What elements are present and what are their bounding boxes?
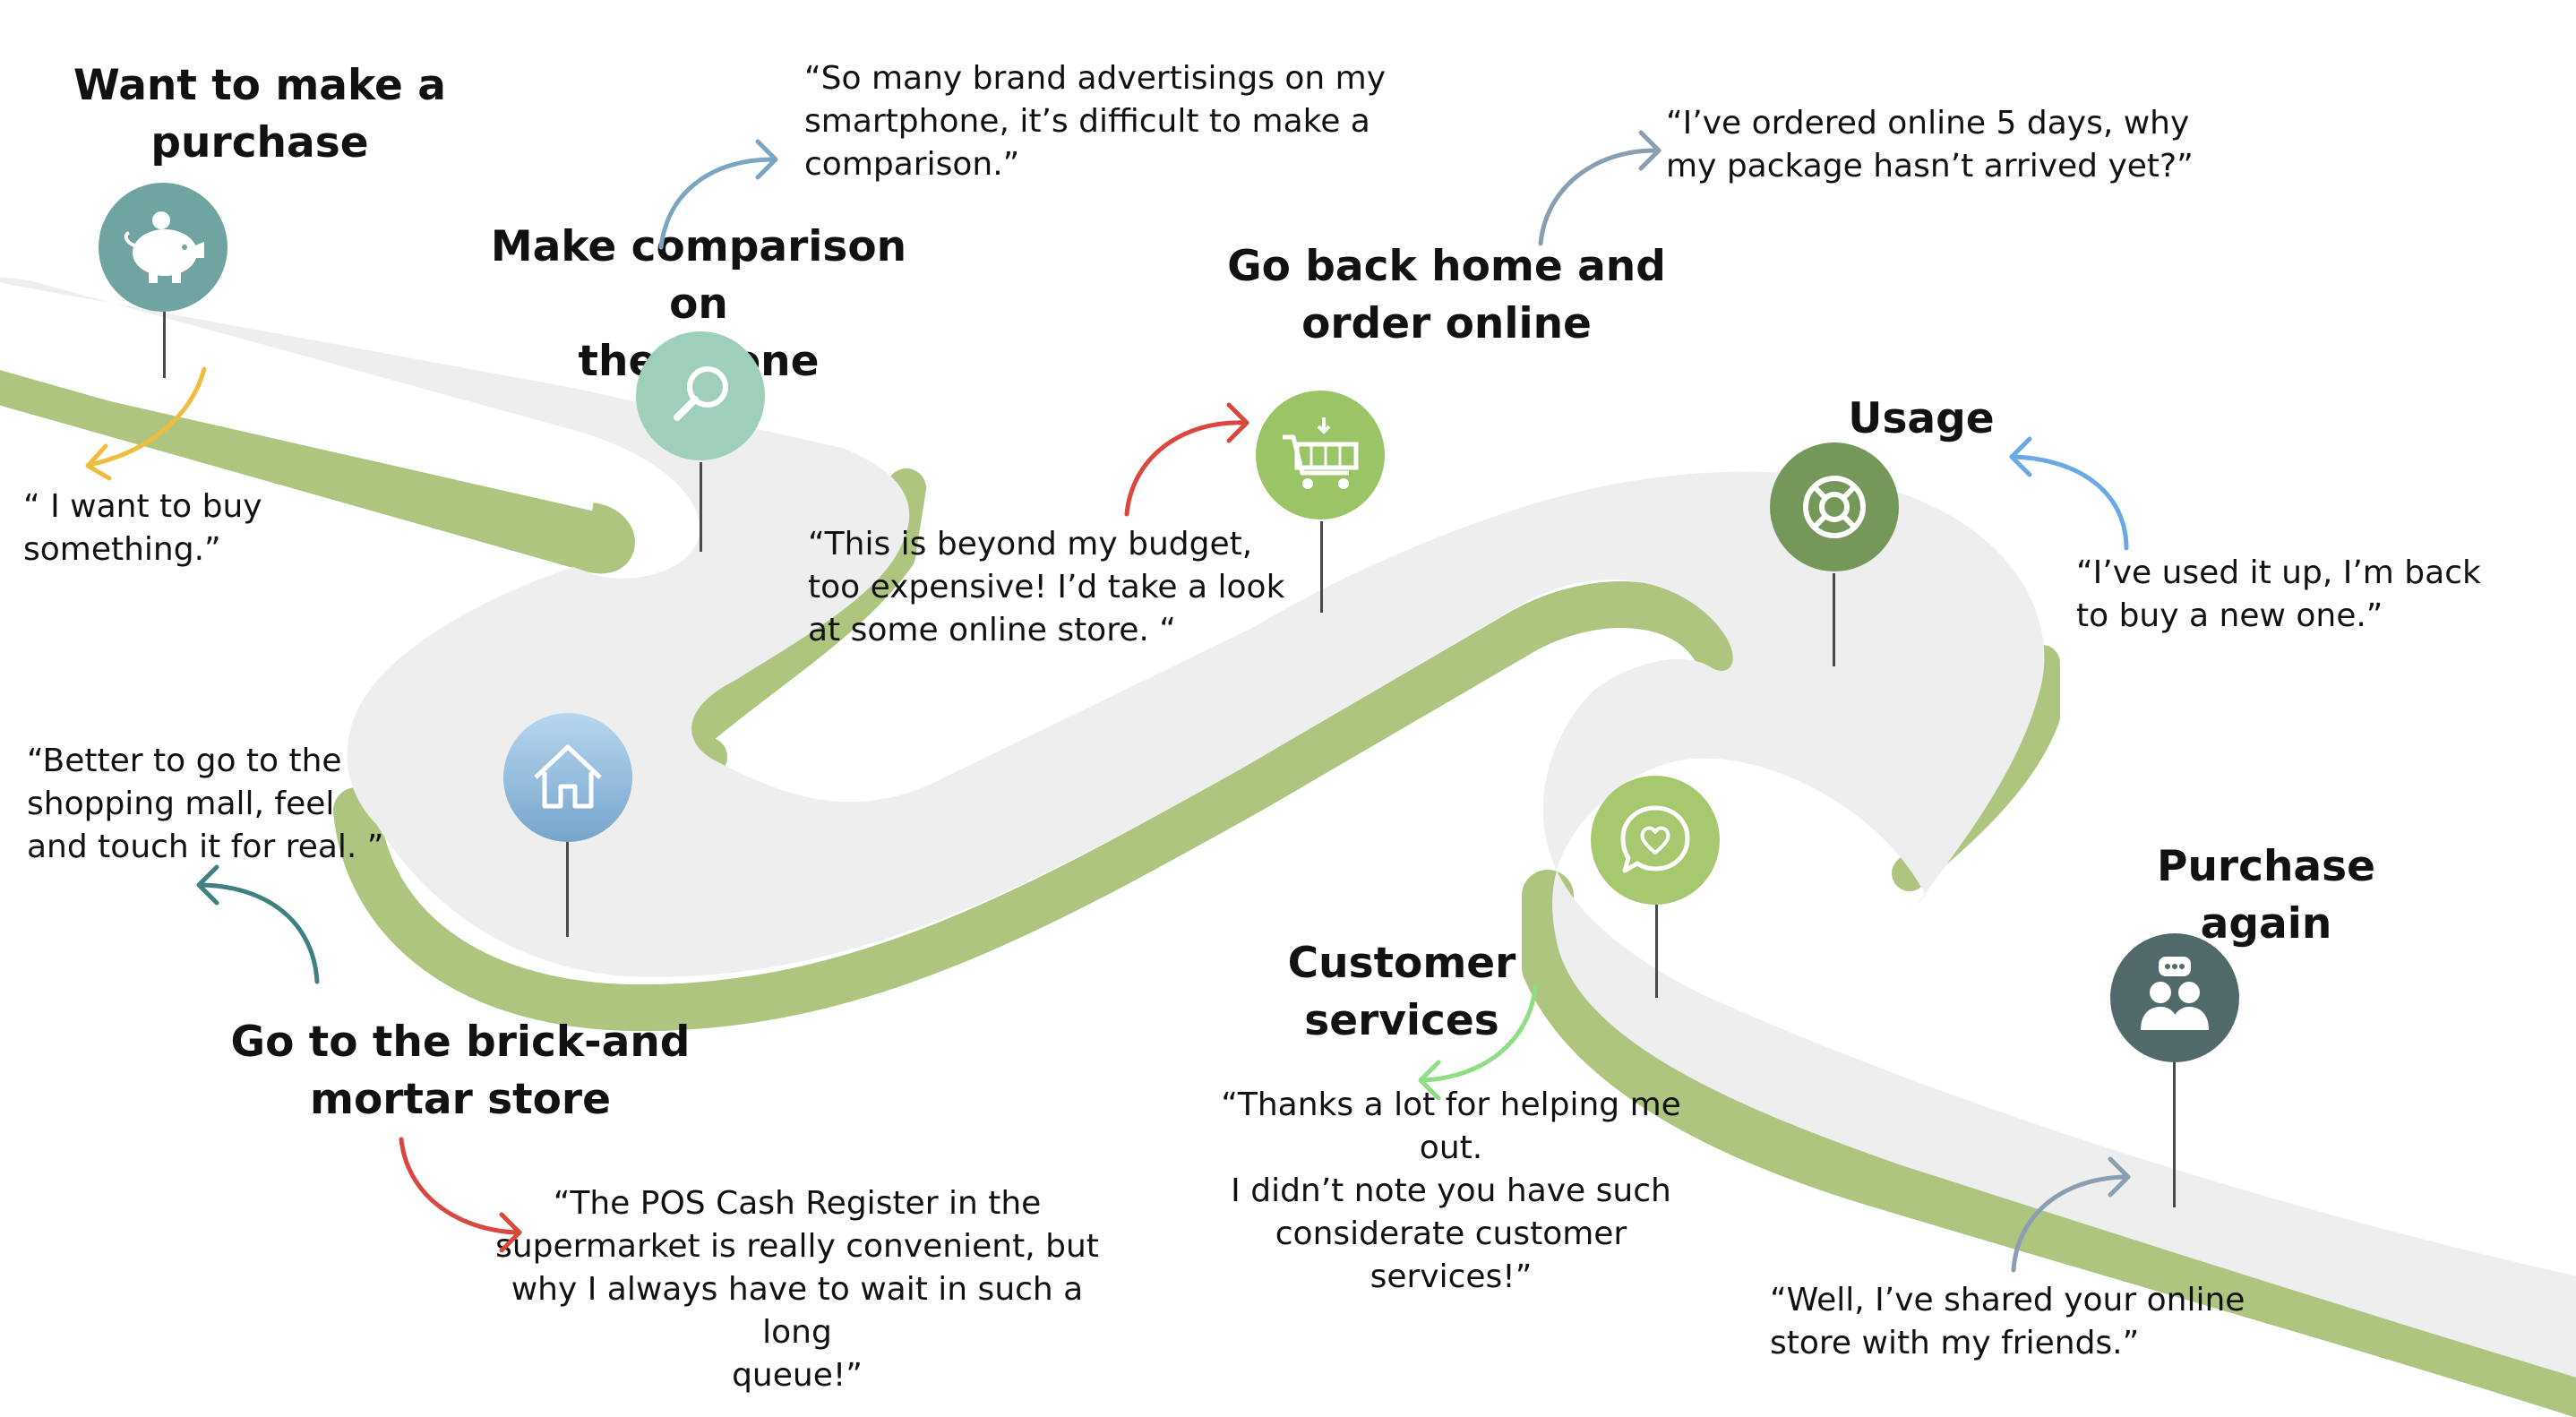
stage-title-want: Want to make a purchase (73, 61, 446, 167)
house-icon (534, 744, 602, 809)
stage-title-store: Go to the brick-and mortar store (230, 1018, 691, 1124)
pin-compare (636, 331, 765, 460)
pin-store (503, 713, 632, 842)
stem-want (163, 310, 166, 378)
stem-online (1320, 521, 1323, 613)
chat-heart-icon (1620, 805, 1690, 873)
group-chat-icon (2141, 957, 2209, 1030)
pin-again (2110, 933, 2239, 1062)
quote-online-package: “I’ve ordered online 5 days, why my pack… (1666, 105, 2194, 185)
stage-title-usage: Usage (1848, 394, 1995, 443)
quote-online-budget: “This is beyond my budget, too expensive… (808, 526, 1285, 648)
road-top (0, 277, 2576, 1378)
pin-online (1256, 391, 1385, 520)
magnifier-icon (674, 366, 728, 421)
quote-store: “Better to go to the shopping mall, feel… (27, 743, 384, 865)
quote-service: “Thanks a lot for helping me out. I didn… (1221, 1086, 1681, 1295)
quote-store-queue: “The POS Cash Register in the supermarke… (495, 1185, 1099, 1394)
quote-again: “Well, I’ve shared your online store wit… (1770, 1282, 2245, 1361)
stem-usage (1833, 573, 1835, 666)
quote-compare: “So many brand advertisings on my smartp… (804, 60, 1387, 183)
road-side-band-1 (0, 370, 635, 574)
road-side-band-2 (333, 581, 1739, 1032)
pin-service (1591, 776, 1720, 905)
quote-want: “ I want to buy something.” (23, 488, 262, 568)
lifebuoy-icon (1803, 476, 1866, 538)
stem-again (2173, 1062, 2176, 1207)
piggy-bank-icon (124, 211, 204, 283)
shopping-cart-icon (1283, 417, 1359, 489)
stage-title-online: Go back home and order online (1227, 242, 1666, 348)
pin-usage (1770, 442, 1899, 571)
stem-compare (700, 462, 702, 552)
quote-usage: “I’ve used it up, I’m back to buy a new … (2076, 554, 2481, 634)
stage-title-again: Purchase again (2157, 842, 2375, 949)
road-side-band-5 (1522, 870, 2576, 1417)
stage-title-service: Customer services (1287, 939, 1516, 1045)
pin-want (99, 183, 228, 312)
stem-store (566, 840, 569, 937)
stem-service (1655, 905, 1658, 998)
